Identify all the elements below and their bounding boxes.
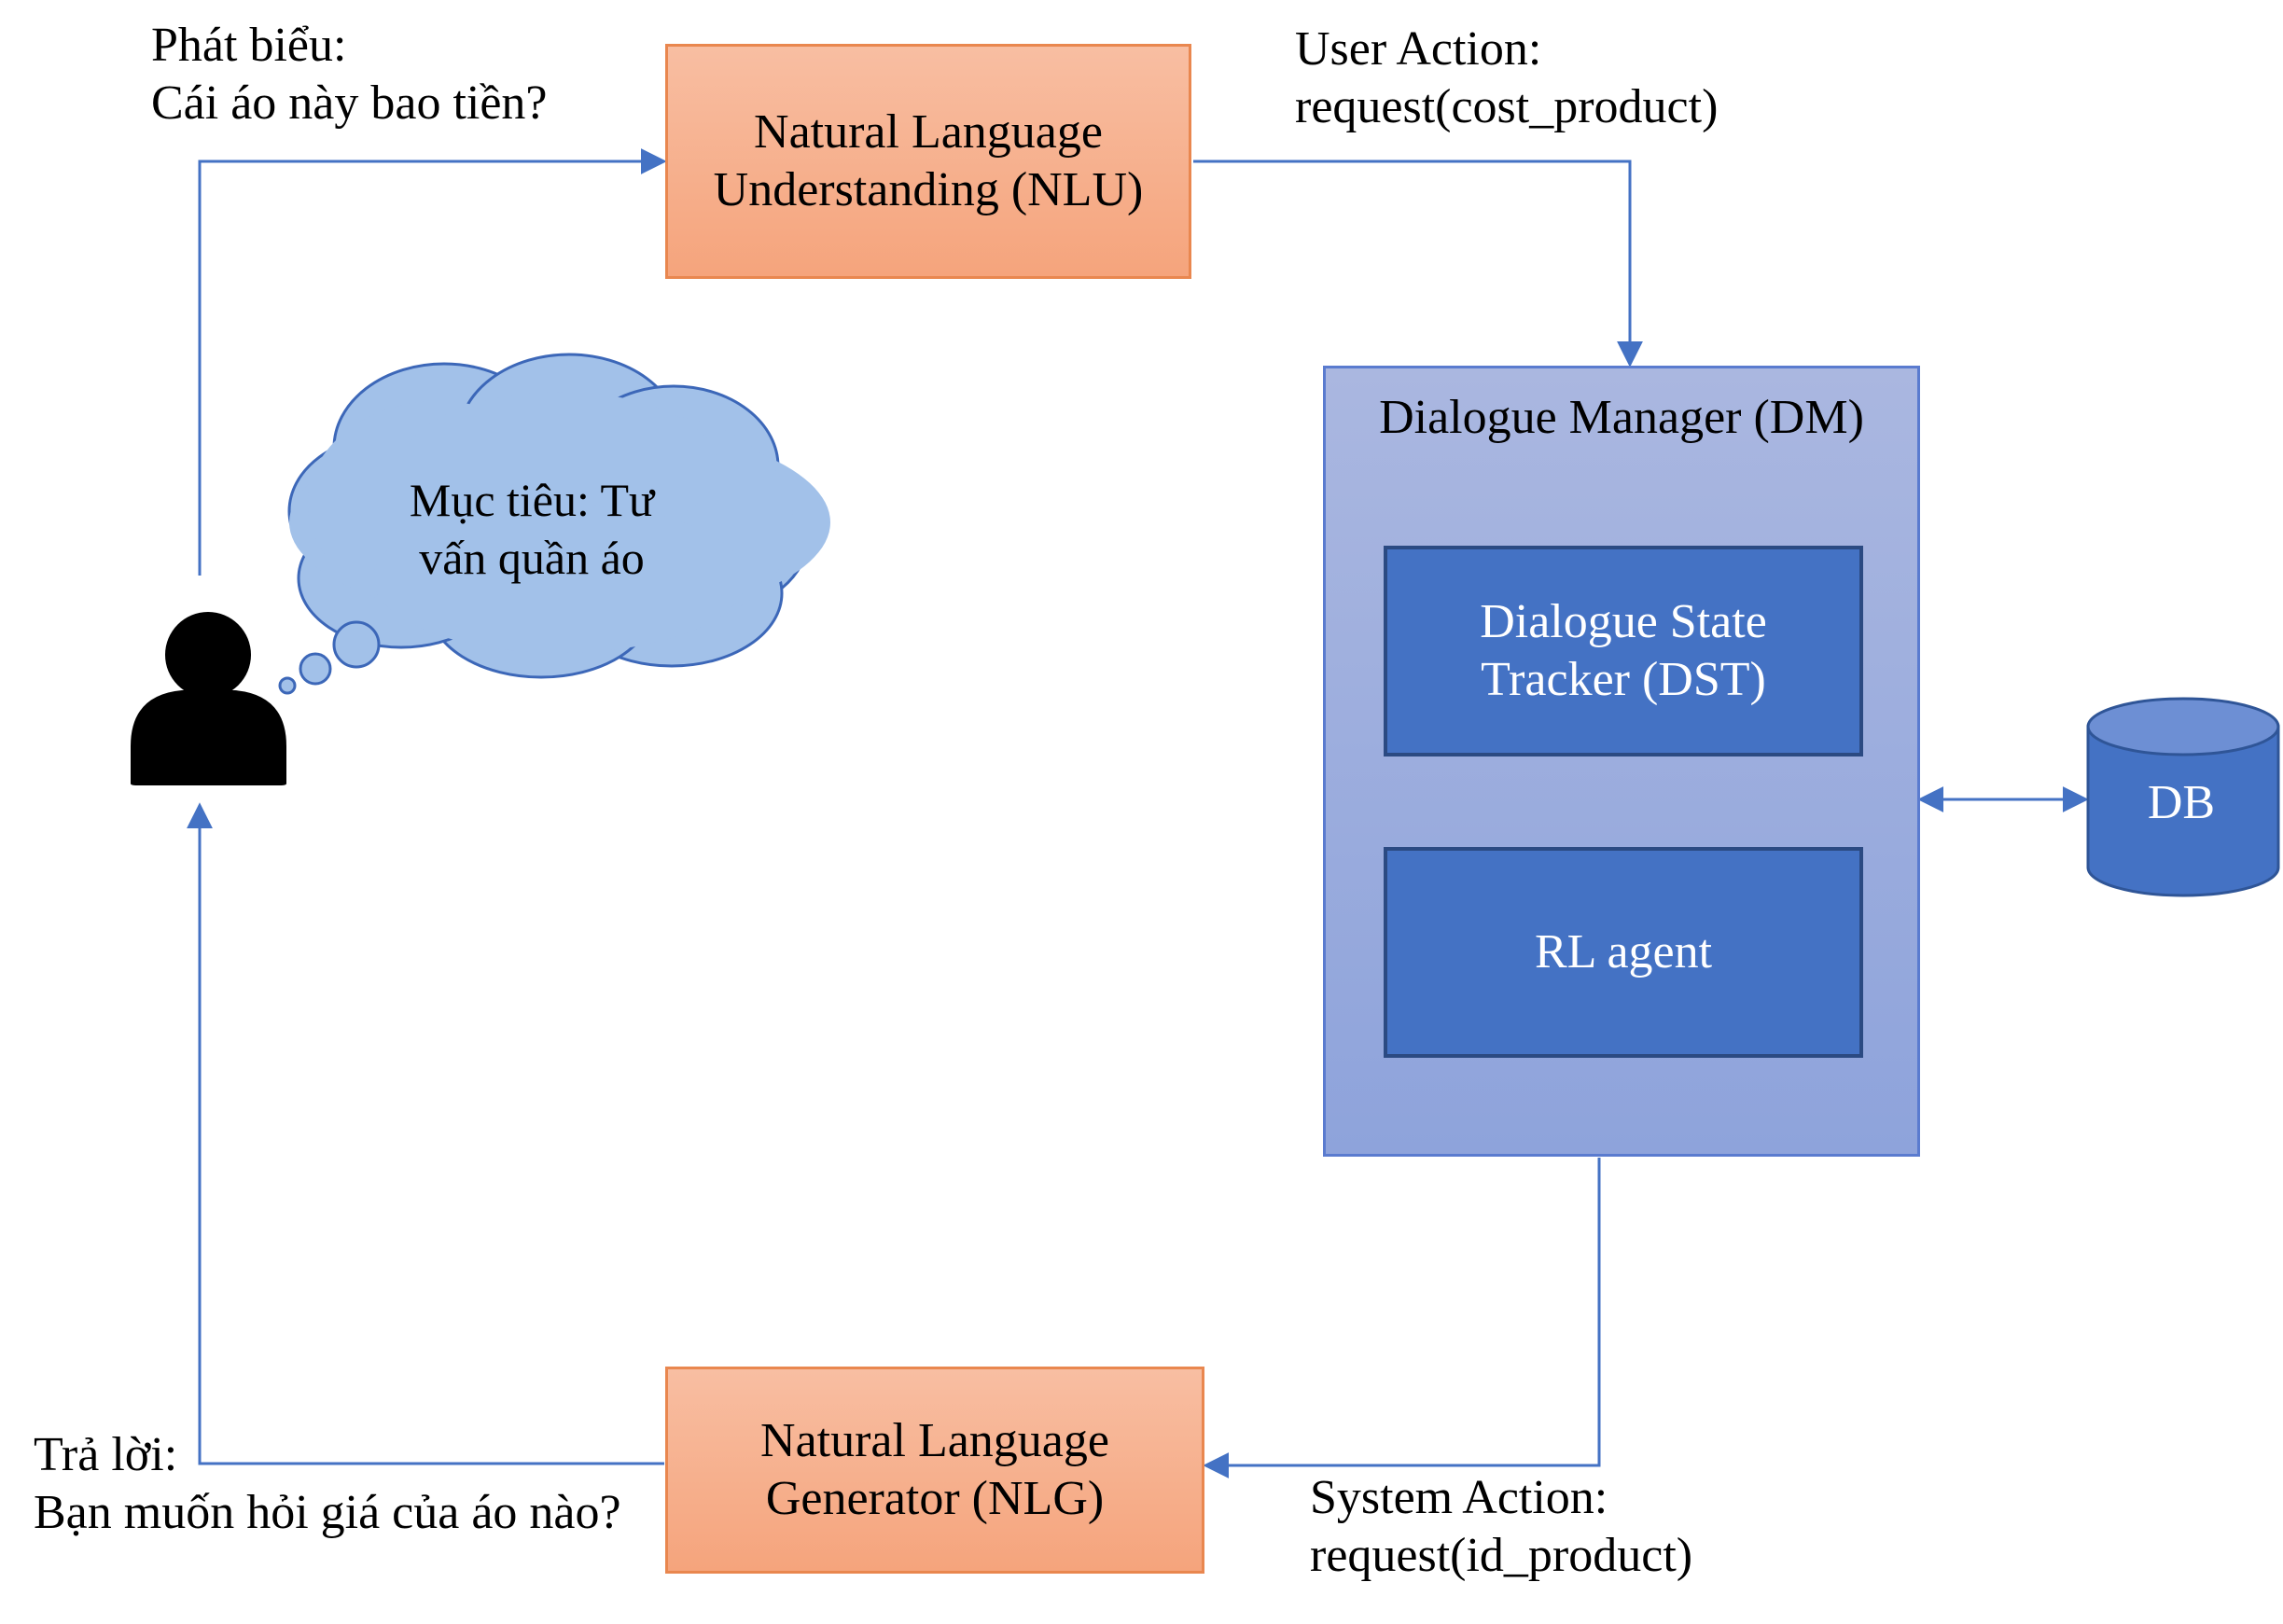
thought-cloud-icon	[278, 353, 830, 695]
system-action-label: System Action: request(id_product)	[1310, 1469, 1692, 1585]
response-title: Trả lời:	[34, 1428, 178, 1481]
dst-box: Dialogue State Tracker (DST)	[1384, 546, 1863, 756]
rl-agent-box: RL agent	[1384, 847, 1863, 1058]
utterance-title: Phát biểu:	[151, 19, 347, 72]
system-action-title: System Action:	[1310, 1471, 1608, 1524]
arrow-nlu-to-dm	[1193, 160, 1643, 368]
db-label: DB	[2147, 776, 2216, 829]
response-text: Bạn muốn hỏi giá của áo nào?	[34, 1486, 621, 1539]
arrow-user-to-nlu	[198, 148, 667, 576]
system-action-value: request(id_product)	[1310, 1529, 1693, 1582]
rl-agent-label: RL agent	[1534, 924, 1713, 979]
nlg-line-2: Generator (NLG)	[765, 1472, 1105, 1525]
nlg-box: Natural Language Generator (NLG)	[665, 1367, 1204, 1574]
dialogue-manager-title: Dialogue Manager (DM)	[1379, 391, 1864, 444]
nlu-box: Natural Language Understanding (NLU)	[665, 44, 1191, 279]
arrow-dm-to-nlg	[1203, 1158, 1601, 1478]
nlg-line-1: Natural Language	[760, 1413, 1109, 1467]
database-cylinder-icon	[2086, 697, 2280, 897]
goal-line-1: Mục tiêu: Tư	[409, 474, 655, 526]
response-label: Trả lời: Bạn muốn hỏi giá của áo nào?	[34, 1426, 621, 1542]
user-icon	[131, 612, 286, 785]
user-action-value: request(cost_product)	[1295, 80, 1719, 133]
goal-cloud-text: Mục tiêu: Tư vấn quần áo	[355, 471, 709, 587]
dst-line-1: Dialogue State	[1480, 594, 1767, 648]
goal-line-2: vấn quần áo	[419, 532, 645, 584]
arrow-nlg-to-user	[187, 802, 664, 1465]
utterance-text: Cái áo này bao tiền?	[151, 76, 548, 130]
dst-line-2: Tracker (DST)	[1481, 653, 1766, 706]
utterance-label: Phát biểu: Cái áo này bao tiền?	[151, 17, 548, 132]
user-action-label: User Action: request(cost_product)	[1295, 21, 1718, 136]
nlu-line-1: Natural Language	[754, 104, 1103, 159]
nlu-line-2: Understanding (NLU)	[713, 163, 1144, 216]
user-action-title: User Action:	[1295, 22, 1542, 76]
